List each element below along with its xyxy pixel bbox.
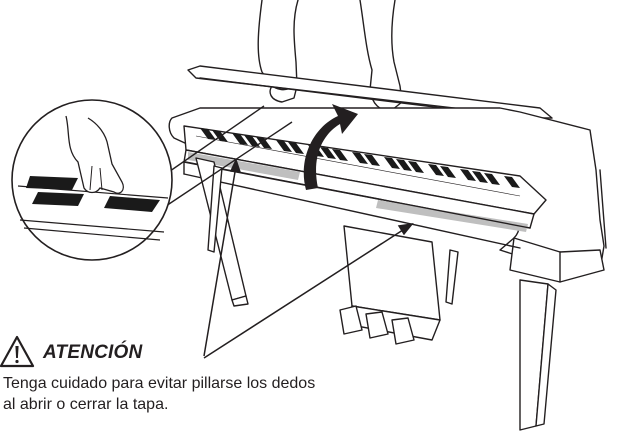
curved-up-arrow-icon [303,104,358,190]
warning-triangle-icon [0,335,35,368]
caution-line-1: Tenga cuidado para evitar pillarse los d… [3,375,316,392]
warning-icon-spacer [3,336,37,370]
pinch-zone-left [188,152,300,180]
pinch-zone-right [376,200,528,232]
left-rear-leg [207,165,223,253]
pedals [339,305,415,345]
caution-heading: ATENCIÓN [3,336,142,370]
right-rear-leg [445,249,459,305]
keyboard-bed [183,125,547,215]
caution-title: ATENCIÓN [43,342,143,363]
pedal-box [343,225,441,321]
detail-magnifier [11,99,293,261]
caution-line-2: al abrir o cerrar la tapa. [3,396,169,413]
pointer-arrows [203,157,414,359]
fallboard-lid [187,65,553,119]
caution-text: Tenga cuidado para evitar pillarse los d… [3,373,423,415]
